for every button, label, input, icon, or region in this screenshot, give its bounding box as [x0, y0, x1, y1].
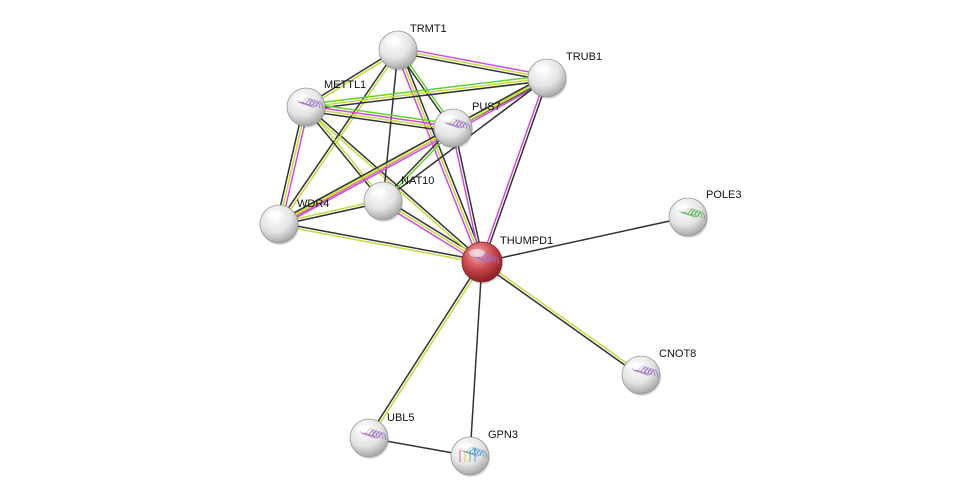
- evidence-cooccurrence: [369, 262, 484, 440]
- edge-mettl1-pus7[interactable]: [305, 102, 454, 133]
- node-bubble: [621, 355, 661, 395]
- node-mettl1[interactable]: METTL1: [286, 79, 366, 128]
- node-trmt1[interactable]: TRMT1: [378, 23, 447, 71]
- node-bubble: [527, 58, 567, 98]
- evidence-coexpression: [397, 51, 547, 82]
- edge-thumpd1-gpn3[interactable]: [469, 261, 483, 457]
- edge-thumpd1-ubl5[interactable]: [367, 260, 484, 440]
- evidence-coexpression: [275, 106, 305, 224]
- node-highlight: [266, 211, 282, 219]
- evidence-coexpression: [481, 216, 689, 263]
- evidence-neighborhood: [306, 102, 454, 125]
- evidence-textmining: [398, 46, 548, 77]
- node-label: GPN3: [488, 429, 518, 441]
- edge-trub1-wdr4[interactable]: [277, 75, 549, 227]
- evidence-cooccurrence: [279, 50, 400, 226]
- node-label: CNOT8: [659, 348, 696, 360]
- edge-mettl1-nat10[interactable]: [304, 105, 385, 203]
- evidence-coexpression: [306, 79, 548, 111]
- evidence-cooccurrence: [306, 105, 385, 201]
- node-thumpd1[interactable]: THUMPD1: [461, 235, 553, 284]
- node-highlight: [293, 94, 309, 102]
- evidence-textmining: [279, 79, 549, 227]
- edge-thumpd1-wdr4[interactable]: [278, 221, 483, 265]
- evidence-coexpression: [279, 221, 483, 262]
- node-bubble: [433, 108, 473, 148]
- edge-trmt1-nat10[interactable]: [382, 49, 399, 202]
- edge-mettl1-wdr4[interactable]: [275, 106, 310, 225]
- node-highlight: [370, 188, 386, 196]
- node-gpn3[interactable]: GPN3: [450, 429, 518, 477]
- node-label: PUS7: [472, 101, 501, 113]
- node-label: UBL5: [387, 412, 415, 424]
- edge-mettl1-trub1[interactable]: [305, 74, 548, 111]
- edge-trmt1-wdr4[interactable]: [277, 48, 400, 226]
- evidence-coexpression: [277, 75, 547, 223]
- node-wdr4[interactable]: WDR4: [259, 198, 329, 245]
- node-highlight: [440, 115, 456, 123]
- evidence-cooccurrence: [278, 106, 307, 225]
- evidence-coexpression: [367, 260, 482, 438]
- evidence-cooccurrence: [305, 77, 548, 108]
- node-highlight: [469, 249, 485, 257]
- node-trub1[interactable]: TRUB1: [527, 51, 602, 99]
- evidence-cooccurrence: [305, 107, 453, 131]
- edge-thumpd1-pole3[interactable]: [481, 216, 689, 263]
- evidence-coexpression: [482, 78, 549, 263]
- edge-thumpd1-trub1[interactable]: [480, 77, 549, 263]
- node-pole3[interactable]: POLE3: [668, 189, 741, 238]
- node-bubble: [363, 181, 403, 221]
- evidence-coexpression: [304, 107, 383, 203]
- evidence-coexpression: [453, 127, 485, 262]
- evidence-coexpression: [399, 48, 486, 262]
- node-bubble: [259, 204, 299, 244]
- edge-thumpd1-trmt1[interactable]: [394, 48, 486, 264]
- evidence-cooccurrence: [278, 77, 548, 225]
- node-highlight: [534, 65, 550, 73]
- evidence-coexpression: [277, 48, 398, 224]
- node-bubble: [286, 87, 326, 127]
- evidence-textmining: [306, 104, 454, 128]
- node-label: TRUB1: [566, 51, 602, 63]
- node-nat10[interactable]: NAT10: [363, 175, 434, 222]
- node-label: THUMPD1: [500, 235, 553, 247]
- evidence-cooccurrence: [397, 49, 483, 263]
- edge-thumpd1-cnot8[interactable]: [480, 260, 643, 377]
- node-label: TRMT1: [410, 23, 447, 35]
- evidence-coexpression: [306, 105, 484, 262]
- node-bubble: [668, 197, 708, 237]
- evidence-cooccurrence: [278, 224, 482, 265]
- node-pus7[interactable]: PUS7: [433, 101, 501, 149]
- node-highlight: [628, 362, 644, 370]
- node-bubble: [378, 30, 418, 70]
- edge-thumpd1-pus7[interactable]: [450, 127, 485, 263]
- evidence-coexpression: [382, 49, 399, 202]
- node-highlight: [675, 204, 691, 212]
- evidence-cooccurrence: [482, 260, 643, 375]
- node-cnot8[interactable]: CNOT8: [621, 348, 696, 396]
- node-bubble: [349, 418, 389, 458]
- protein-structure-icon: [296, 97, 324, 110]
- evidence-textmining: [450, 128, 482, 263]
- edge-trmt1-trub1[interactable]: [397, 46, 548, 82]
- node-highlight: [356, 425, 372, 433]
- evidence-coexpression: [469, 261, 483, 457]
- evidence-textmining: [394, 50, 481, 264]
- protein-structure-icon: [443, 118, 471, 131]
- evidence-coexpression: [480, 262, 641, 377]
- evidence-neighborhood: [305, 74, 547, 106]
- evidence-textmining: [280, 107, 310, 225]
- node-label: METTL1: [324, 79, 366, 91]
- evidence-textmining: [480, 77, 547, 262]
- node-label: NAT10: [401, 175, 434, 187]
- evidence-cooccurrence: [397, 49, 548, 79]
- node-highlight: [385, 37, 401, 45]
- evidence-coexpression: [305, 110, 453, 133]
- node-ubl5[interactable]: UBL5: [349, 412, 415, 459]
- node-highlight: [457, 443, 473, 451]
- node-label: WDR4: [297, 198, 329, 210]
- node-label: POLE3: [706, 189, 741, 201]
